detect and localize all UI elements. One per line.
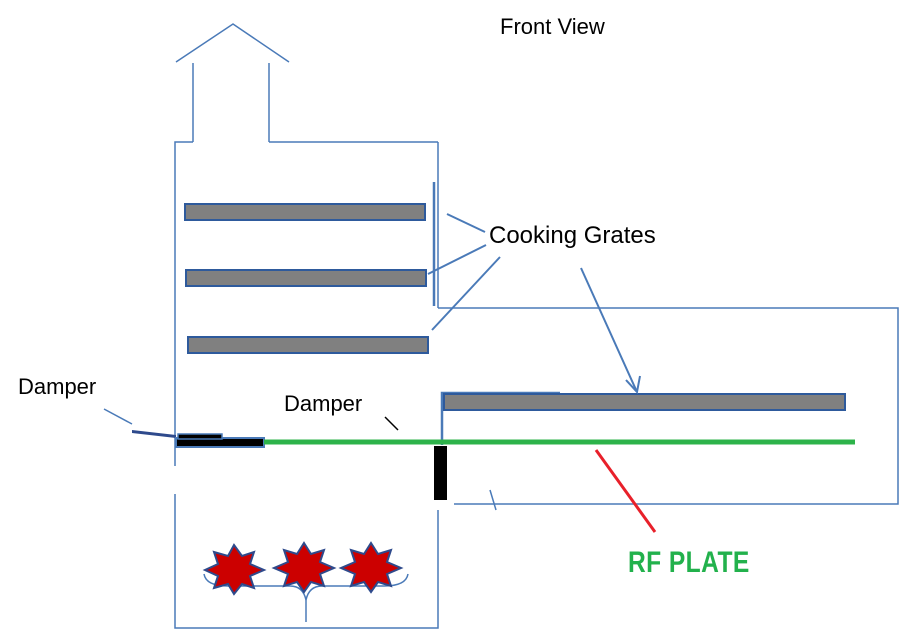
pointer-grate-4-arrowhead xyxy=(625,375,641,395)
cooking-grate-3 xyxy=(187,336,429,354)
damper-left-label: Damper xyxy=(18,374,97,399)
chamber-top-left xyxy=(174,141,193,466)
damper-left-handle xyxy=(132,430,176,438)
dampers xyxy=(103,408,447,500)
cooking-grates-pointers xyxy=(427,213,641,395)
flame-icon-3 xyxy=(338,541,404,594)
damper-left-plate-top xyxy=(177,433,223,440)
pointer-grate-4 xyxy=(580,267,638,393)
cooking-grate-2 xyxy=(185,269,427,287)
page-title: Front View xyxy=(500,14,605,39)
pointer-grate-2 xyxy=(427,244,487,275)
flame-icon-2 xyxy=(271,541,337,594)
chimney xyxy=(175,23,290,142)
damper-left-pointer xyxy=(103,408,133,425)
heat-source xyxy=(202,541,409,622)
chimney-roof xyxy=(175,23,290,63)
pointer-grate-1 xyxy=(446,213,486,233)
chamber-lower-left xyxy=(174,494,439,629)
rf-plate-group xyxy=(264,439,855,533)
vertical-chamber xyxy=(174,141,439,629)
side-chamber-tick xyxy=(489,489,497,511)
cooking-grate-1 xyxy=(184,203,426,221)
damper-middle-bar xyxy=(434,446,447,500)
flame-icon-1 xyxy=(202,543,267,596)
side-chamber-outline xyxy=(438,307,899,505)
cooking-grates-label: Cooking Grates xyxy=(489,222,656,249)
damper-middle-pointer xyxy=(384,416,399,431)
damper-middle-label: Damper xyxy=(284,391,363,416)
rf-plate-label: RF PLATE xyxy=(628,546,750,579)
cooking-grates xyxy=(184,203,846,411)
cooking-grate-4 xyxy=(443,393,846,411)
rf-plate-pointer xyxy=(594,449,657,533)
pointer-grate-3 xyxy=(431,256,501,331)
